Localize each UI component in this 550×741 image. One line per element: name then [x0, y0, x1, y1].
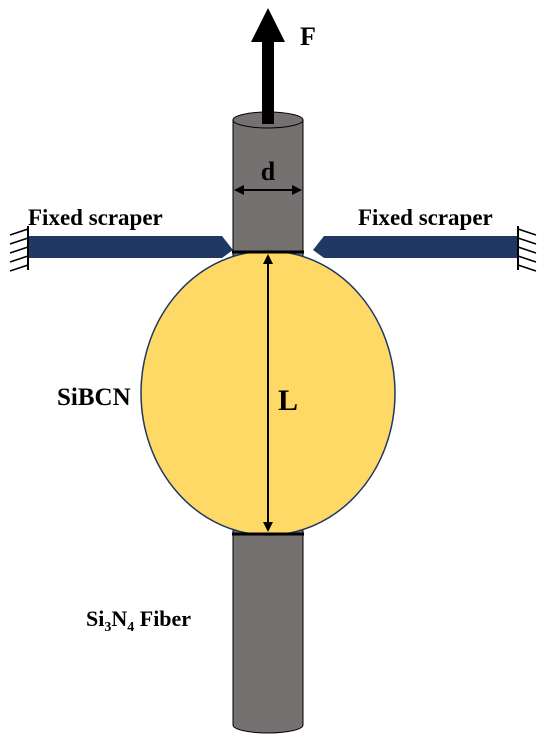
- ground-hatch-right-icon: [517, 228, 537, 272]
- fiber-label: Si3N4 Fiber: [86, 606, 191, 635]
- fiber-label-si: Si: [86, 606, 104, 631]
- fiber-label-sub1: 3: [104, 620, 111, 635]
- fiber-label-fiber: Fiber: [134, 606, 191, 631]
- length-label: L: [278, 384, 298, 417]
- scraper-left-label: Fixed scraper: [28, 205, 163, 230]
- fiber-label-n: N: [111, 606, 127, 631]
- diameter-label: d: [261, 157, 276, 186]
- fiber-upper: [232, 111, 304, 261]
- scraper-right-label: Fixed scraper: [358, 205, 493, 230]
- scraper-right: [313, 226, 537, 272]
- fiber-label-sub2: 4: [127, 620, 134, 635]
- ground-hatch-left-icon: [9, 228, 29, 272]
- scraper-left: [9, 226, 233, 272]
- matrix-label: SiBCN: [57, 384, 131, 411]
- fiber-lower: [232, 530, 304, 734]
- force-arrow: [251, 8, 285, 124]
- force-label: F: [300, 22, 316, 51]
